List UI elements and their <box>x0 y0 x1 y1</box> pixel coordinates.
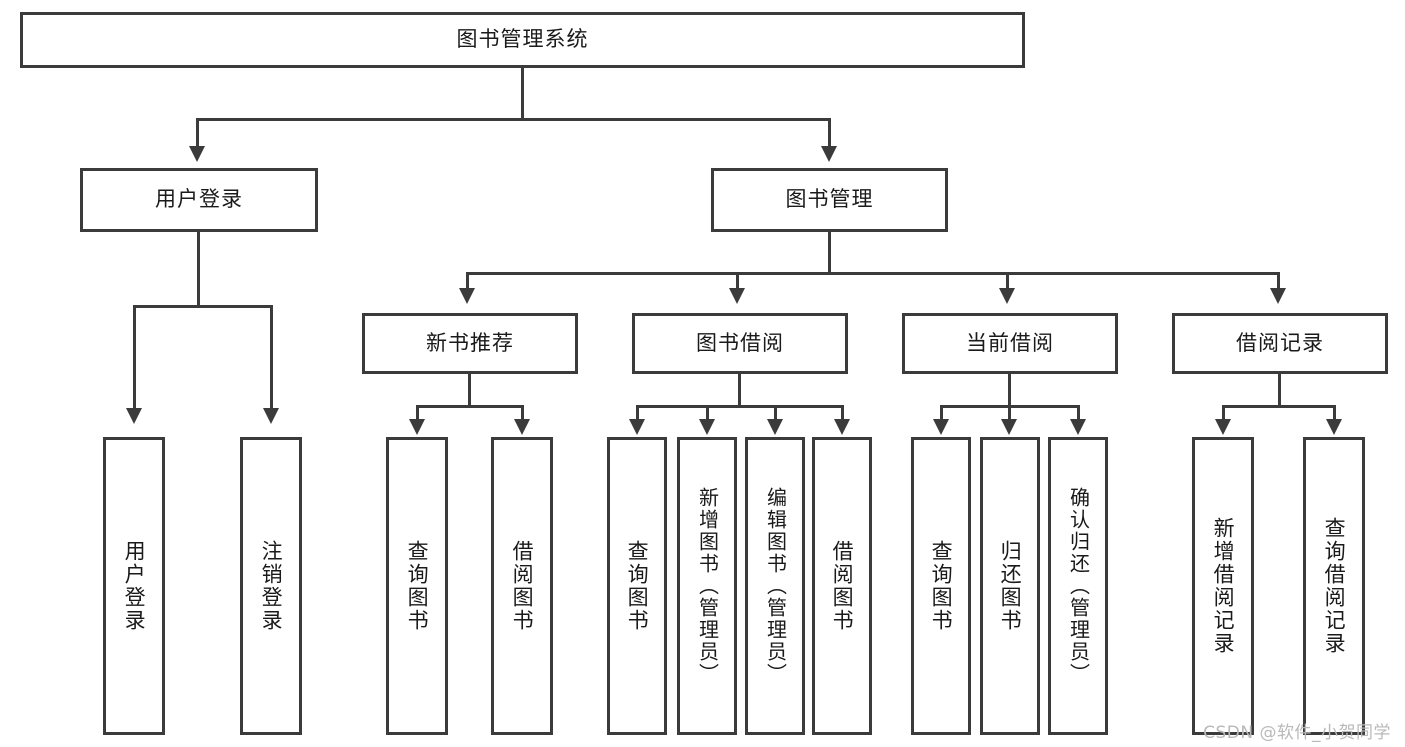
arrowhead-book-manage <box>821 146 837 162</box>
node-label: 借阅图书 <box>830 540 855 632</box>
leaf-node-edit-book-admin[interactable]: 编辑图书（管理员） <box>745 437 805 735</box>
arrowhead-leaf-edit-book <box>767 419 783 435</box>
watermark-text: CSDN @软件_小贺同学 <box>1203 723 1391 743</box>
arrowhead-book-borrow <box>729 288 745 304</box>
connector-root-bus <box>196 118 830 121</box>
arrowhead-leaf-user-login <box>126 408 142 424</box>
arrowhead-current-borrow <box>999 288 1015 304</box>
node-new-book-recommendation[interactable]: 新书推荐 <box>362 313 578 374</box>
connector-current-borrow-to-leaf-2 <box>1008 405 1011 421</box>
connector-book-borrow-to-leaf-2 <box>706 405 709 421</box>
connector-user-login-to-leaf-2 <box>270 305 273 410</box>
connector-book-borrow-to-leaf-1 <box>636 405 639 421</box>
arrowhead-leaf-query-record <box>1326 419 1342 435</box>
arrowhead-leaf-confirm-return <box>1070 419 1086 435</box>
connector-new-book-rec-stem <box>468 374 471 408</box>
connector-root-to-user-login <box>196 118 199 148</box>
arrowhead-leaf-add-book <box>699 419 715 435</box>
arrowhead-new-book-rec <box>459 288 475 304</box>
leaf-node-add-borrow-record[interactable]: 新增借阅记录 <box>1192 437 1254 735</box>
node-label: 借阅图书 <box>510 540 535 632</box>
connector-book-borrow-to-leaf-3 <box>774 405 777 421</box>
arrowhead-leaf-query-book-1 <box>409 419 425 435</box>
node-label: 查询图书 <box>625 540 650 632</box>
arrowhead-user-login <box>189 146 205 162</box>
node-label: 新增图书（管理员） <box>695 487 720 685</box>
connector-book-manage-stem <box>828 232 831 274</box>
connector-new-book-rec-bus <box>416 405 524 408</box>
arrowhead-leaf-return-book <box>1001 419 1017 435</box>
leaf-node-query-book-current[interactable]: 查询图书 <box>911 437 971 735</box>
connector-book-manage-to-current-borrow <box>1006 272 1009 290</box>
arrowhead-leaf-query-book-2 <box>629 419 645 435</box>
arrowhead-leaf-borrow-book-2 <box>834 419 850 435</box>
node-book-management[interactable]: 图书管理 <box>711 168 948 232</box>
node-label: 查询图书 <box>929 540 954 632</box>
connector-borrow-record-stem <box>1278 374 1281 408</box>
node-label: 查询图书 <box>405 540 430 632</box>
connector-current-borrow-to-leaf-3 <box>1077 405 1080 421</box>
leaf-node-return-book[interactable]: 归还图书 <box>980 437 1040 735</box>
connector-book-manage-to-new-book-rec <box>466 272 469 290</box>
node-label: 用户登录 <box>155 187 243 212</box>
leaf-node-borrow-book-borrowing[interactable]: 借阅图书 <box>812 437 872 735</box>
connector-book-borrow-bus <box>636 405 844 408</box>
connector-new-book-rec-to-leaf-1 <box>416 405 419 421</box>
connector-user-login-to-leaf-1 <box>133 305 136 410</box>
connector-user-login-bus <box>133 305 273 308</box>
connector-book-manage-bus <box>466 272 1280 275</box>
arrowhead-leaf-add-record <box>1215 419 1231 435</box>
leaf-node-user-login[interactable]: 用户登录 <box>103 437 165 735</box>
connector-new-book-rec-to-leaf-2 <box>521 405 524 421</box>
leaf-node-confirm-return-admin[interactable]: 确认归还（管理员） <box>1048 437 1108 735</box>
connector-borrow-record-to-leaf-1 <box>1222 405 1225 421</box>
connector-borrow-record-to-leaf-2 <box>1333 405 1336 421</box>
leaf-node-user-logout[interactable]: 注销登录 <box>240 437 302 735</box>
leaf-node-borrow-book-recommendation[interactable]: 借阅图书 <box>491 437 553 735</box>
node-root-book-management-system[interactable]: 图书管理系统 <box>20 12 1025 68</box>
arrowhead-leaf-user-logout <box>263 408 279 424</box>
connector-current-borrow-to-leaf-1 <box>940 405 943 421</box>
node-current-borrowing[interactable]: 当前借阅 <box>902 313 1118 374</box>
node-label: 确认归还（管理员） <box>1066 487 1091 685</box>
node-label: 注销登录 <box>259 540 284 632</box>
connector-current-borrow-stem <box>1008 374 1011 408</box>
leaf-node-query-book-recommendation[interactable]: 查询图书 <box>386 437 448 735</box>
node-label: 新增借阅记录 <box>1211 517 1236 655</box>
connector-book-manage-to-book-borrow <box>736 272 739 290</box>
node-label: 查询借阅记录 <box>1322 517 1347 655</box>
leaf-node-query-book-borrowing[interactable]: 查询图书 <box>607 437 667 735</box>
node-label: 图书管理系统 <box>456 27 589 52</box>
node-label: 新书推荐 <box>426 330 514 355</box>
node-label: 借阅记录 <box>1236 330 1324 355</box>
node-label: 图书管理 <box>785 187 874 212</box>
leaf-node-add-book-admin[interactable]: 新增图书（管理员） <box>677 437 737 735</box>
connector-book-borrow-to-leaf-4 <box>841 405 844 421</box>
connector-user-login-stem <box>197 232 200 308</box>
leaf-node-query-borrow-record[interactable]: 查询借阅记录 <box>1303 437 1365 735</box>
node-label: 归还图书 <box>998 540 1023 632</box>
node-borrowing-record[interactable]: 借阅记录 <box>1172 313 1388 374</box>
connector-borrow-record-bus <box>1222 405 1336 408</box>
arrowhead-leaf-query-book-3 <box>933 419 949 435</box>
connector-root-stem <box>521 68 524 120</box>
node-user-login[interactable]: 用户登录 <box>80 168 318 232</box>
node-book-borrowing[interactable]: 图书借阅 <box>632 313 848 374</box>
connector-root-to-book-manage <box>828 118 831 148</box>
node-label: 图书借阅 <box>696 330 784 355</box>
arrowhead-leaf-borrow-book-1 <box>514 419 530 435</box>
node-label: 用户登录 <box>122 540 147 632</box>
node-label: 编辑图书（管理员） <box>763 487 788 685</box>
connector-book-borrow-stem <box>738 374 741 408</box>
connector-book-manage-to-borrow-record <box>1277 272 1280 290</box>
arrowhead-borrow-record <box>1270 288 1286 304</box>
node-label: 当前借阅 <box>966 330 1054 355</box>
